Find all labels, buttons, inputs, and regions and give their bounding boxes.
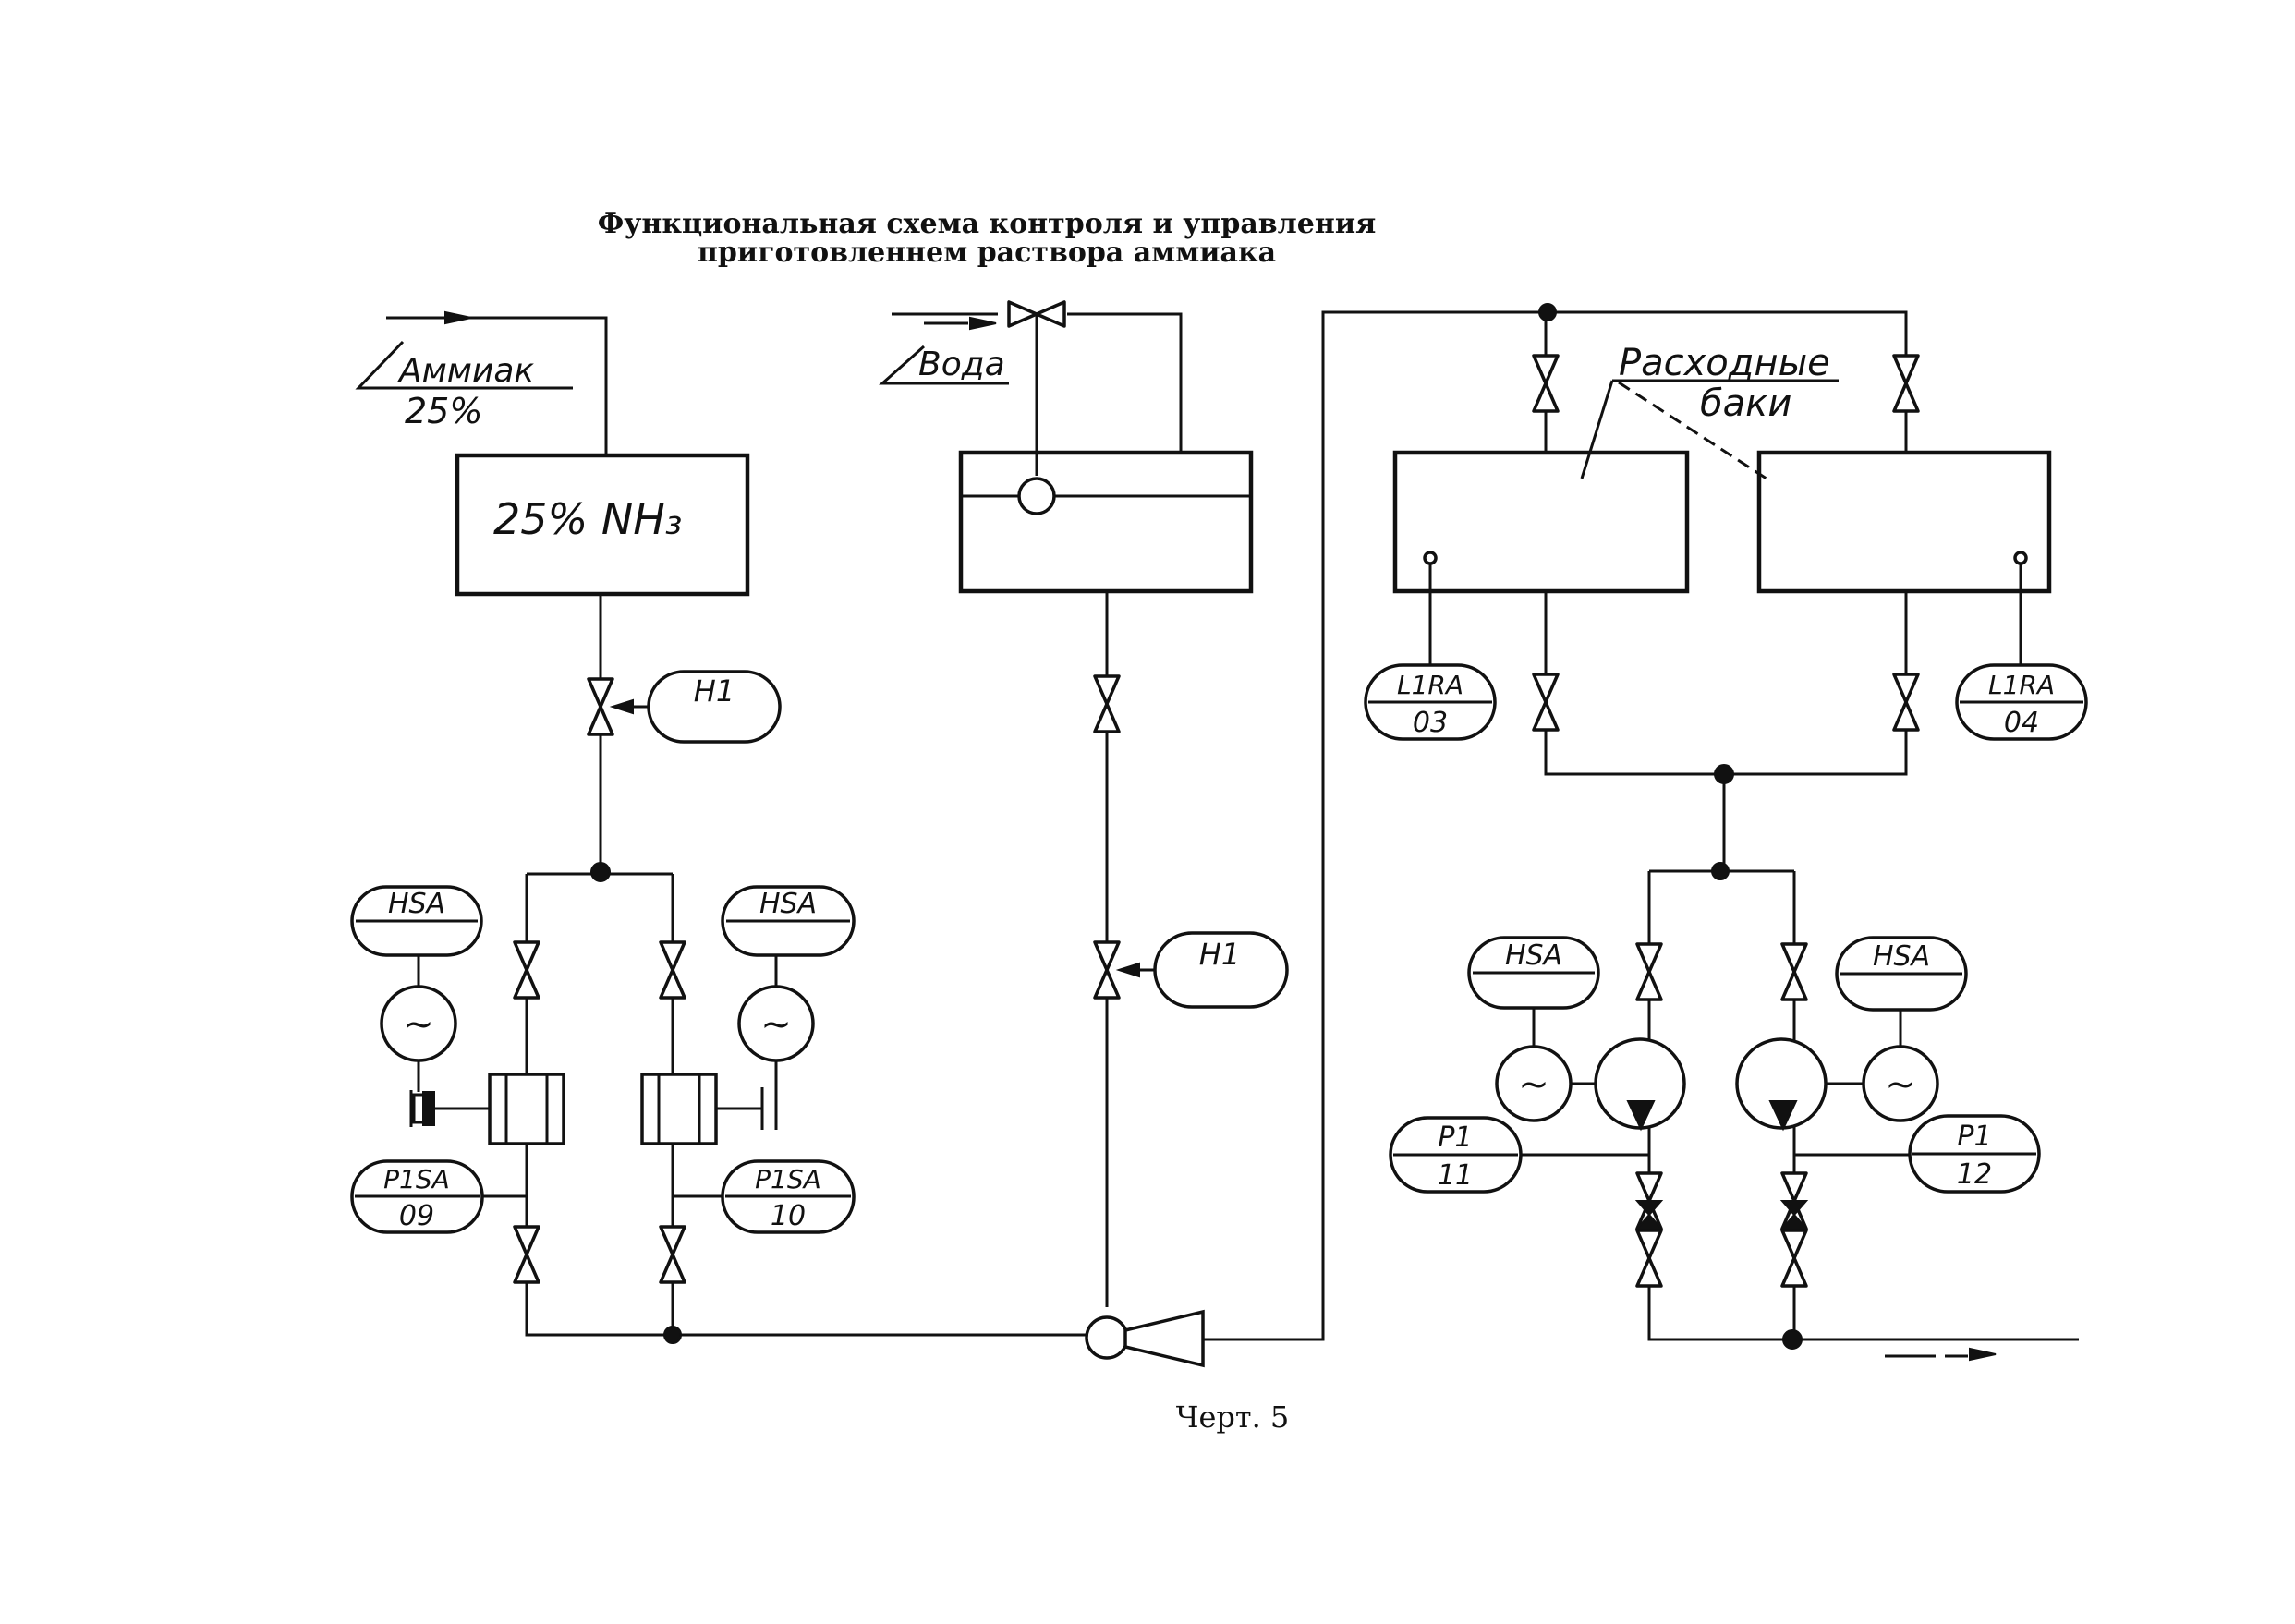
title-line-1: Функциональная схема контроля и управлен… [598, 208, 1377, 240]
lira-04-instrument: L1RA 04 [1955, 663, 2088, 741]
product-outlet-arrow [1885, 1347, 1997, 1362]
tank-outlet-header [1544, 591, 1908, 776]
right-bottom-junction [1782, 1329, 1803, 1350]
ammonia-tank [455, 453, 750, 597]
hsa-1-tag: HSA [388, 888, 445, 920]
hsa-instrument-2: HSA [721, 885, 856, 957]
float-switch [1017, 477, 1056, 515]
hsa-instrument-3: HSA [1467, 936, 1600, 1010]
right-branch-a [1647, 871, 2079, 1341]
supply-tanks-label-1: Расходные [1619, 342, 1830, 384]
left-junction [590, 862, 611, 882]
centrifugal-pump-12 [1735, 1037, 1828, 1132]
water-inlet: Вода [879, 312, 1183, 453]
right-manifold-junction [1711, 862, 1730, 880]
motor-10 [737, 985, 815, 1062]
pump-9-outlet-valve [513, 1225, 540, 1284]
lira-03-number: 03 [1413, 707, 1448, 739]
motor-12-symbol: ~ [1885, 1063, 1916, 1106]
h1-center-instrument: H1 [1153, 931, 1289, 1009]
pump-9-inlet-valve [513, 940, 540, 1000]
title-line-2: приготовленнем раствора аммиака [698, 236, 1276, 269]
motor-11-symbol: ~ [1518, 1063, 1549, 1106]
ammonia-inlet: Аммиак 25% [355, 310, 608, 455]
figure-caption: Черт. 5 [1176, 1400, 1290, 1435]
pisa-09-instrument: P1SA 09 [350, 1159, 484, 1234]
h1-left-instrument: H1 [647, 670, 782, 744]
water-control-valve [1093, 940, 1121, 1000]
level-sensor-1 [1423, 551, 1438, 565]
supply-tank-1 [1392, 450, 1690, 594]
water-inlet-label: Вода [918, 345, 1005, 383]
tank-1-outlet-valve [1532, 673, 1560, 732]
dosing-pump-10 [640, 1073, 778, 1145]
pump-10-inlet-valve [659, 940, 686, 1000]
pi-11-tag: P1 [1438, 1121, 1472, 1154]
ammonia-inlet-label: Аммиак [397, 352, 534, 390]
pi-12-number: 12 [1957, 1158, 1992, 1191]
pisa-10-tag: P1SA [755, 1164, 821, 1194]
label-leader-1 [1580, 380, 1614, 479]
pisa-10-number: 10 [771, 1200, 806, 1232]
left-bottom-junction [663, 1326, 682, 1344]
left-branch-a [525, 874, 1090, 1337]
ammonia-control-valve [587, 677, 614, 736]
water-tank [958, 450, 1254, 594]
ammonia-tank-label: 25% NH₃ [493, 494, 682, 544]
pump-11-outlet-valve [1635, 1229, 1663, 1288]
hsa-2-tag: HSA [759, 888, 817, 920]
ammonia-percent-label: 25% [405, 391, 482, 431]
pi-11-instrument: P1 11 [1389, 1116, 1523, 1194]
motor-10-symbol: ~ [760, 1003, 792, 1046]
pump-12-check-valve [1780, 1171, 1808, 1230]
hsa-instrument-1: HSA [350, 885, 483, 957]
water-shutoff-valve [1093, 674, 1121, 733]
pi-11-number: 11 [1438, 1159, 1473, 1192]
motor-9 [380, 985, 457, 1062]
motor-9-symbol: ~ [403, 1003, 434, 1046]
pump-11-inlet-valve [1635, 942, 1663, 1001]
lira-04-number: 04 [2004, 707, 2039, 739]
lira-03-tag: L1RA [1397, 670, 1463, 700]
hsa-instrument-4: HSA [1835, 936, 1968, 1012]
lira-03-instrument: L1RA 03 [1364, 663, 1497, 741]
ejector-mixer [1085, 1309, 1205, 1368]
pump-12-inlet-valve [1780, 942, 1808, 1001]
pisa-09-tag: P1SA [383, 1164, 450, 1194]
supply-tanks-label-2: баки [1700, 382, 1791, 425]
pump-10-outlet-valve [659, 1225, 686, 1284]
level-sensor-2 [2013, 551, 2028, 565]
pi-12-tag: P1 [1957, 1121, 1991, 1153]
h1-center-tag: H1 [1199, 937, 1240, 972]
pisa-10-instrument: P1SA 10 [721, 1159, 856, 1234]
h1-left-tag: H1 [694, 673, 735, 709]
lira-04-tag: L1RA [1988, 670, 2055, 700]
dosing-pump-9 [409, 1073, 565, 1145]
tank-2-inlet-valve [1892, 354, 1920, 413]
pump-12-outlet-valve [1780, 1229, 1808, 1288]
hsa-3-tag: HSA [1505, 939, 1562, 972]
supply-tank-2 [1756, 450, 2052, 594]
tank-1-inlet-valve [1532, 354, 1560, 413]
label-leader-2 [1618, 381, 1770, 482]
tank-2-outlet-valve [1892, 673, 1920, 732]
centrifugal-pump-11 [1594, 1037, 1686, 1132]
mixer-to-tanks-line [1203, 310, 1550, 1341]
pisa-09-number: 09 [399, 1200, 434, 1232]
pi-12-instrument: P1 12 [1908, 1114, 2041, 1194]
hsa-4-tag: HSA [1873, 940, 1930, 973]
pump-11-check-valve [1635, 1171, 1663, 1230]
feed-junction [1538, 303, 1557, 321]
